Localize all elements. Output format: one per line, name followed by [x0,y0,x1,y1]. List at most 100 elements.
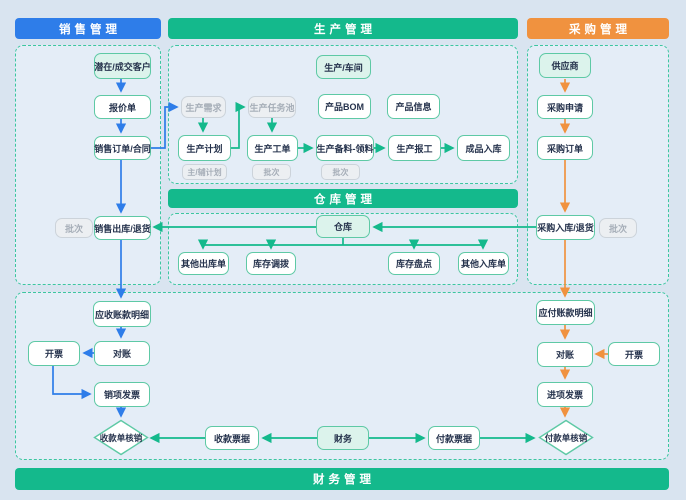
node-label: 应收账款明细 [94,309,149,320]
node-label: 库存盘点 [395,259,432,269]
node-label: 销售出库/退货 [94,223,151,234]
warehouse-header: 仓库管理 [168,189,518,208]
node-label: 生产备料-领料 [316,143,374,154]
node-customer: 潜在/成交客户 [94,53,151,79]
node-inv-check: 库存盘点 [388,252,440,275]
node-label: 生产任务池 [249,102,295,113]
finance-header: 财务管理 [15,468,669,490]
node-label: 成品入库 [465,143,502,154]
node-ap-detail: 应付账款明细 [536,300,595,325]
arrow-invoice-salesinvoice [52,366,92,400]
node-quote: 报价单 [94,95,151,119]
finance-header-label: 财务管理 [313,474,375,486]
sales-header: 销售管理 [15,18,161,39]
node-finished-in: 成品入库 [457,135,510,161]
node-label: 生产需求 [185,102,222,113]
purchase-header: 采购管理 [527,18,669,39]
node-label: 采购入库/退货 [537,223,594,233]
node-label: 批次 [263,167,280,177]
node-label: 仓库 [333,222,352,232]
sales-zone [15,45,161,285]
diamond-shape [538,419,594,456]
node-sales-out: 销售出库/退货 [94,216,151,240]
node-label: 产品信息 [395,102,432,112]
node-label: 生产报工 [396,143,433,154]
node-product-bom: 产品BOM [318,94,371,119]
node-supplier: 供应商 [539,53,591,78]
node-label: 主/辅计划 [187,167,222,177]
node-finance: 财务 [317,426,369,450]
node-label: 批次 [64,223,83,234]
sales-header-label: 销售管理 [59,23,121,36]
node-label: 进项发票 [546,390,583,400]
node-other-in: 其他入库单 [458,252,509,275]
node-label: 生产/车间 [324,62,363,73]
node-label: 付款单核销 [544,432,588,443]
node-prod-demand: 生产需求 [181,96,226,118]
node-label: 对账 [112,349,131,359]
node-label: 开票 [44,349,63,359]
node-label: 批次 [608,223,627,234]
purchase-zone [527,45,669,285]
node-label: 供应商 [551,61,579,71]
node-payment-writeoff: 付款单核销 [538,419,594,456]
production-header: 生产管理 [168,18,518,39]
node-label: 开票 [624,349,643,360]
node-prod-plan: 生产计划 [178,135,231,161]
arrow-prodplan-taskpool [231,101,246,149]
node-label: 财务 [333,433,352,444]
node-label: 采购申请 [546,102,583,113]
node-label: 产品BOM [325,102,364,112]
node-plan-sub: 主/辅计划 [182,164,227,180]
node-label: 应付账款明细 [538,308,593,318]
node-batch-prod-order: 批次 [252,164,291,180]
node-sales-order: 销售订单/合同 [94,136,151,160]
node-sales-invoice: 销项发票 [94,382,150,407]
node-label: 销售订单/合同 [94,143,151,154]
node-label: 生产计划 [186,143,223,154]
node-label: 批次 [332,167,349,177]
node-other-out: 其他出库单 [178,252,229,275]
node-label: 其他出库单 [180,259,226,269]
node-label: 采购订单 [546,143,583,154]
node-batch-prod-material: 批次 [321,164,360,180]
node-label: 库存调拨 [252,259,289,269]
node-receipt-bill: 收款票据 [205,426,259,450]
node-recon-left: 对账 [94,341,150,366]
node-prod-task-pool: 生产任务池 [248,96,296,118]
node-label: 付款票据 [435,433,472,444]
node-batch-sales: 批次 [55,218,93,238]
arrow-salesorder-proddemand [151,101,179,149]
diamond-shape [93,419,149,456]
node-batch-purchase: 批次 [599,218,637,238]
wire-warehouse-trunk [203,238,483,246]
node-ar-detail: 应收账款明细 [93,301,151,327]
node-invoice-left: 开票 [28,341,80,366]
node-receipt-writeoff: 收款单核销 [93,419,149,456]
node-label: 收款票据 [213,433,250,444]
node-label: 生产工单 [254,143,291,154]
node-label: 收款单核销 [99,432,143,443]
node-label: 报价单 [108,102,136,113]
node-payment-bill: 付款票据 [428,426,480,450]
warehouse-header-label: 仓库管理 [314,193,376,206]
node-label: 潜在/成交客户 [94,61,151,72]
node-prod-order: 生产工单 [247,135,298,161]
node-invoice-right: 开票 [608,342,660,366]
node-purchase-order: 采购订单 [537,136,593,160]
node-purchase-in: 采购入库/退货 [536,215,595,240]
node-workshop: 生产/车间 [316,55,371,79]
node-prod-material: 生产备料-领料 [316,135,374,161]
node-prod-report: 生产报工 [388,135,441,161]
node-purchase-request: 采购申请 [537,95,593,119]
node-product-info: 产品信息 [387,94,440,119]
node-purchase-invoice: 进项发票 [537,382,593,407]
purchase-header-label: 采购管理 [569,23,631,36]
node-warehouse: 仓库 [316,215,370,238]
production-header-label: 生产管理 [314,23,376,36]
node-label: 对账 [555,350,574,360]
node-recon-right: 对账 [537,342,593,367]
node-label: 销项发票 [103,390,140,400]
